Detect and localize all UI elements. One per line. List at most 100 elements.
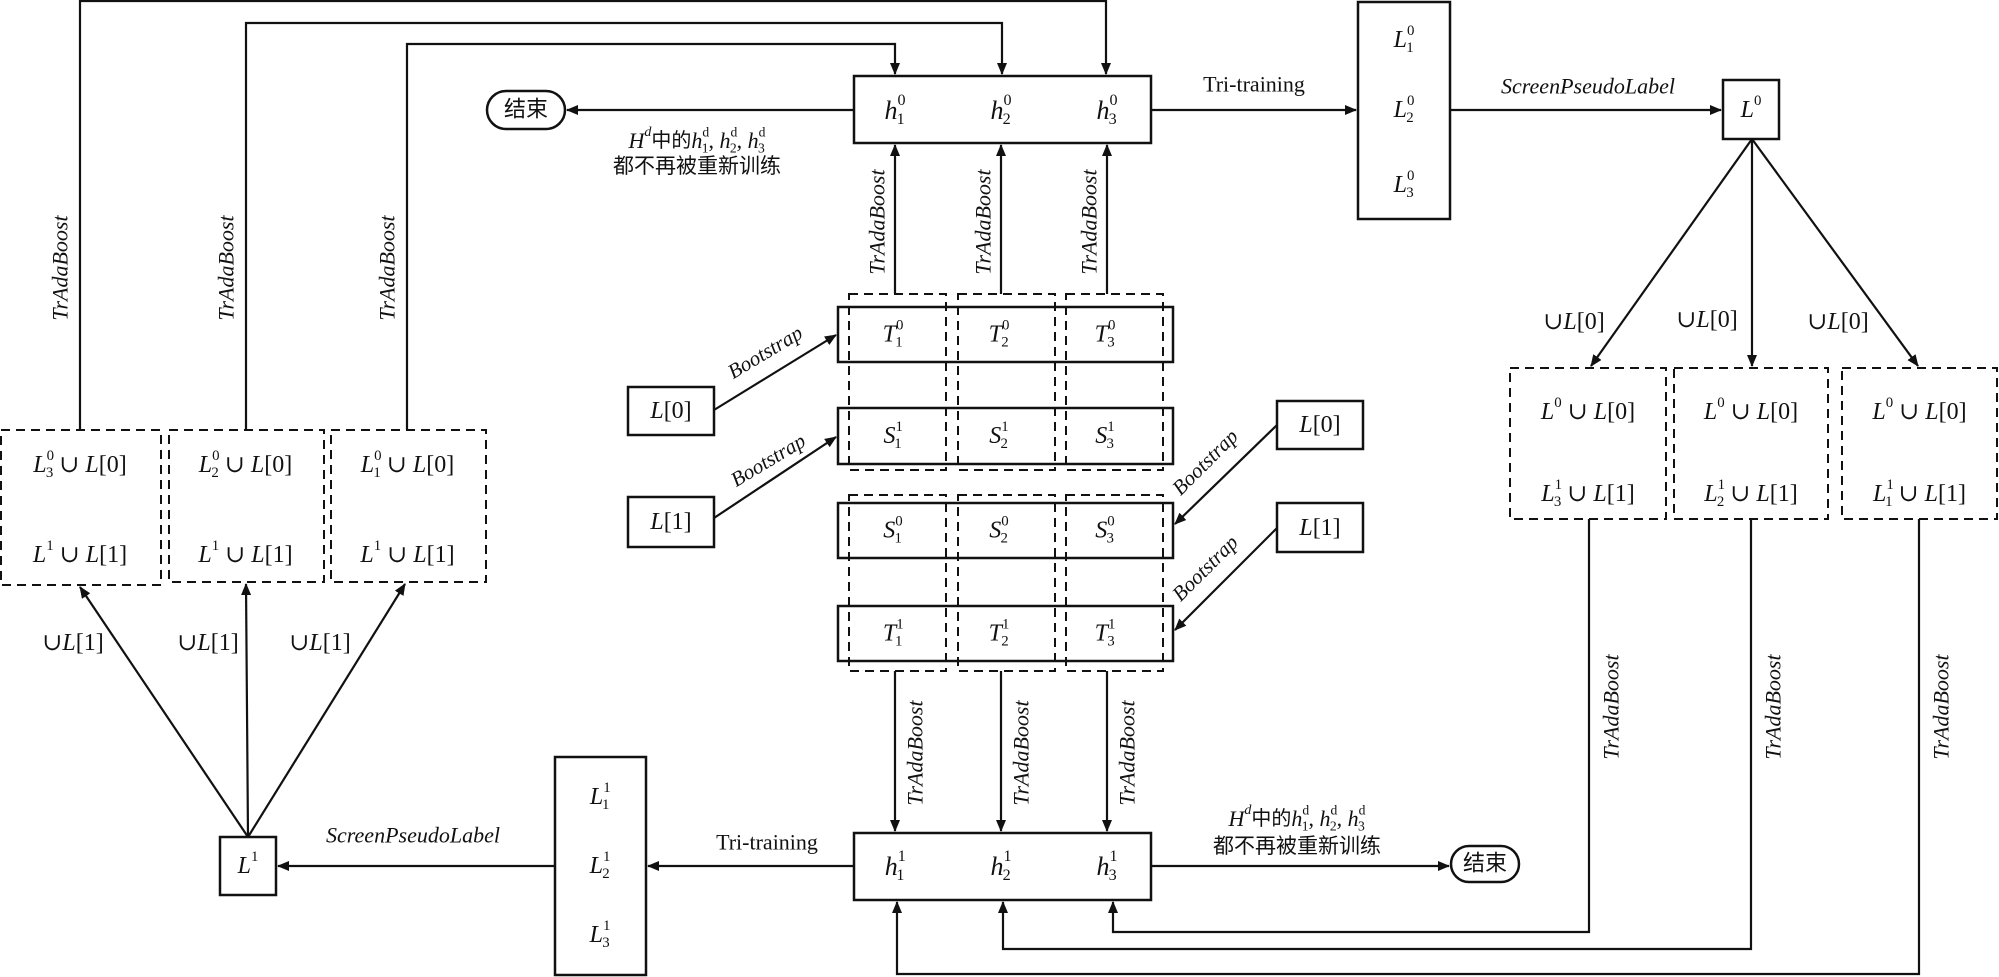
row-box-T0 xyxy=(836,305,1175,364)
stop-condition-bottom-line2: 都不再被重新训练 xyxy=(1213,834,1381,858)
h1-item-1: h11​ xyxy=(885,848,906,884)
L0-set-item-1: L01​ xyxy=(1393,23,1415,56)
row-T0-item-1: T01​ xyxy=(883,317,904,350)
bootstrap-arrow-L0-T0 xyxy=(713,334,837,411)
source-label-L0-left: L[0] xyxy=(649,398,691,424)
tradaboost-label-up-3: TrAdaBoost xyxy=(1077,169,1102,275)
union-L1-label-1: ∪L[1] xyxy=(42,630,103,656)
tradaboost-label-left-1: TrAdaBoost xyxy=(48,215,73,321)
loop-left-group-2-to-h2 xyxy=(244,21,1007,430)
left-group-3-top: L01​ ∪ L[0] xyxy=(360,448,455,481)
h0-item-2: h02​ xyxy=(990,92,1011,128)
h1-item-2: h12​ xyxy=(990,848,1011,884)
left-group-box-3 xyxy=(330,429,487,583)
row-box-S0 xyxy=(836,501,1175,560)
tradaboost-label-down-1: TrAdaBoost xyxy=(903,700,928,806)
bootstrap-arrow-L0-S0 xyxy=(1174,424,1278,525)
union-arrow-left-3 xyxy=(247,583,406,838)
bootstrap-arrow-L1-T1 xyxy=(1174,527,1278,631)
tri-training-label-bottom: Tri-training xyxy=(716,830,818,855)
left-group-1-bottom: L1​ ∪ L[1] xyxy=(32,538,127,568)
tradaboost-label-right-3: TrAdaBoost xyxy=(1929,654,1954,760)
h0-item-3: h03​ xyxy=(1096,92,1117,128)
dashed-column-lower-3 xyxy=(1065,494,1164,672)
tradaboost-label-left-2: TrAdaBoost xyxy=(214,215,239,321)
union-L0-label-3: ∪L[0] xyxy=(1807,309,1868,335)
L0-set-item-2: L02​ xyxy=(1393,93,1415,126)
right-group-2-top: L0​ ∪ L[0] xyxy=(1703,395,1798,425)
end-label-bottom: 结束 xyxy=(1463,852,1507,877)
left-group-1-top: L03​ ∪ L[0] xyxy=(32,448,127,481)
loop-right-group-3-to-h1 xyxy=(892,519,1921,976)
row-T1-item-2: T12​ xyxy=(989,616,1010,649)
loop-right-group-2-to-h2 xyxy=(998,519,1753,951)
union-L1-label-2: ∪L[1] xyxy=(177,630,238,656)
tradaboost-label-right-1: TrAdaBoost xyxy=(1599,654,1624,760)
tri-training-label-top: Tri-training xyxy=(1203,72,1305,97)
union-L0-label-1: ∪L[0] xyxy=(1543,309,1604,335)
tradaboost-label-right-2: TrAdaBoost xyxy=(1761,654,1786,760)
left-group-2-bottom: L1​ ∪ L[1] xyxy=(197,538,292,568)
union-arrow-right-1 xyxy=(1590,138,1753,367)
right-group-3-bottom: L11​ ∪ L[1] xyxy=(1872,477,1966,510)
row-S0-item-3: S03​ xyxy=(1095,513,1114,546)
source-box-L1-right xyxy=(1275,501,1365,554)
source-label-L0-right: L[0] xyxy=(1298,412,1340,438)
row-S1-item-3: S13​ xyxy=(1095,419,1114,452)
left-group-3-bottom: L1​ ∪ L[1] xyxy=(359,538,454,568)
dashed-column-lower-2 xyxy=(957,494,1056,672)
row-box-T1 xyxy=(836,604,1175,663)
L1-set-item-1: L11​ xyxy=(589,780,610,813)
loop-left-group-3-to-h1 xyxy=(405,42,900,430)
L1-merged-label: L1​ xyxy=(237,849,259,879)
right-group-box-1 xyxy=(1509,367,1667,520)
tradaboost-label-up-1: TrAdaBoost xyxy=(865,169,890,275)
L1-set-item-2: L12​ xyxy=(589,849,611,882)
bootstrap-label-4: Bootstrap xyxy=(1167,530,1243,606)
tradaboost-label-up-2: TrAdaBoost xyxy=(971,169,996,275)
bootstrap-label-3: Bootstrap xyxy=(1167,424,1243,500)
tradaboost-label-down-2: TrAdaBoost xyxy=(1009,700,1034,806)
dashed-column-lower-1 xyxy=(848,494,947,672)
L1-set-item-3: L13​ xyxy=(589,918,611,951)
h1-item-3: h13​ xyxy=(1096,848,1117,884)
loop-left-group-1-to-h3 xyxy=(78,0,1111,430)
tradaboost-label-down-3: TrAdaBoost xyxy=(1115,700,1140,806)
loop-right-group-1-to-h3 xyxy=(1108,519,1591,934)
h0-item-1: h01​ xyxy=(884,92,905,128)
row-S1-item-2: S12​ xyxy=(989,419,1008,452)
row-T0-item-3: T03​ xyxy=(1095,317,1116,350)
dashed-column-upper-3 xyxy=(1065,293,1164,471)
row-S0-item-2: S02​ xyxy=(989,513,1008,546)
right-group-3-top: L0​ ∪ L[0] xyxy=(1871,395,1966,425)
right-group-1-bottom: L13​ ∪ L[1] xyxy=(1540,477,1635,510)
right-group-2-bottom: L12​ ∪ L[1] xyxy=(1703,477,1798,510)
row-T1-item-1: T11​ xyxy=(883,616,903,649)
source-label-L1-left: L[1] xyxy=(649,509,691,535)
bootstrap-arrow-L1-S1 xyxy=(713,436,837,519)
union-arrow-right-3 xyxy=(1751,138,1919,367)
dashed-column-upper-2 xyxy=(957,293,1056,471)
end-oval-top xyxy=(485,89,567,131)
source-box-L0-left xyxy=(626,385,716,437)
screen-pseudo-label-top: ScreenPseudoLabel xyxy=(1501,74,1675,99)
row-S1-item-1: S11​ xyxy=(884,419,903,452)
union-L1-label-3: ∪L[1] xyxy=(289,630,350,656)
union-arrow-left-1 xyxy=(79,586,249,838)
end-label-top: 结束 xyxy=(504,98,548,123)
row-box-S1 xyxy=(836,406,1175,466)
L0-set-item-3: L03​ xyxy=(1393,168,1415,201)
L0-merged-label: L0​ xyxy=(1740,93,1762,123)
bootstrap-label-1: Bootstrap xyxy=(723,320,806,383)
dashed-column-upper-1 xyxy=(848,293,947,471)
row-T1-item-3: T13​ xyxy=(1095,616,1116,649)
stop-condition-top-line2: 都不再被重新训练 xyxy=(613,154,781,178)
union-L0-label-2: ∪L[0] xyxy=(1676,307,1737,333)
right-group-1-top: L0​ ∪ L[0] xyxy=(1540,395,1635,425)
row-S0-item-1: S01​ xyxy=(883,513,902,546)
row-T0-item-2: T02​ xyxy=(989,317,1010,350)
union-arrow-left-2 xyxy=(241,583,252,838)
